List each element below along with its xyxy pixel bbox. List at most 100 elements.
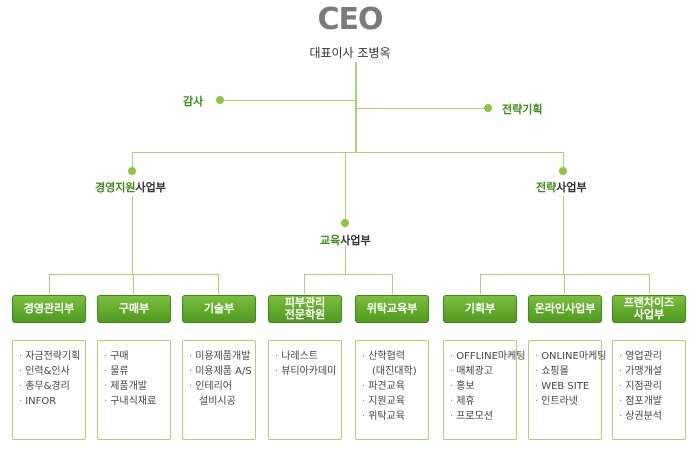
department-header: 구매부 — [97, 295, 171, 323]
duty-item: ·WEB SITE — [535, 379, 601, 394]
bullet-icon: · — [362, 411, 366, 422]
duty-text: 제휴 — [456, 396, 475, 407]
dept-drop-2 — [133, 274, 134, 294]
ceo-name: 대표이사 조병옥 — [309, 46, 391, 60]
bullet-icon: · — [535, 351, 539, 362]
bullet-icon: · — [104, 381, 108, 392]
duty-text: 쇼핑몰 — [541, 366, 569, 377]
duty-text: 매체광고 — [456, 366, 493, 377]
trunk-line — [355, 62, 357, 152]
duty-list: ·자금전략기획·인력&인사·총무&경리·INFOR — [13, 341, 85, 409]
duty-item: ·점포개발 — [619, 394, 685, 409]
duty-item: ·영업관리 — [619, 349, 685, 364]
duty-text: 뷰티아카데미 — [281, 366, 337, 377]
duty-text: 상권분석 — [625, 411, 662, 422]
duty-item: ·지원교육 — [362, 394, 428, 409]
strategy-plan-line — [356, 108, 488, 109]
duty-item: ·자금전략기획 — [19, 349, 85, 364]
duty-item: ·인력&인사 — [19, 364, 85, 379]
duty-text: 구내식재료 — [110, 396, 157, 407]
duty-item: ·지점관리 — [619, 379, 685, 394]
division-bus-line — [132, 152, 564, 153]
bullet-icon: · — [275, 351, 279, 362]
bullet-icon: · — [189, 381, 193, 392]
department-header: 기술부 — [182, 295, 256, 323]
bullet-icon: · — [619, 411, 623, 422]
duty-list: ·OFFLINE마케팅·매체광고·홍보·제휴·프로모션 — [444, 341, 525, 424]
duty-text: 프로모션 — [456, 411, 493, 422]
duty-item: ·인테리어 — [189, 379, 255, 394]
duty-text: 가맹개설 — [625, 366, 662, 377]
duty-text: 구매 — [110, 351, 129, 362]
duty-text: 미용제품개발 — [195, 351, 251, 362]
bullet-icon: · — [19, 351, 23, 362]
duty-text: 지원교육 — [368, 396, 405, 407]
duty-text: 인트라넷 — [541, 396, 578, 407]
audit-dot — [216, 96, 224, 104]
bullet-icon: · — [19, 381, 23, 392]
bullet-icon: · — [104, 351, 108, 362]
duty-text: 설비시공 — [199, 396, 236, 407]
duty-item: ·미용제품 A/S — [189, 364, 255, 379]
duty-list: ·영업관리·가맹개설·지점관리·점포개발·상권분석 — [613, 341, 685, 424]
education-division-label: 교육사업부 — [320, 234, 371, 247]
duty-text: 나레스트 — [281, 351, 318, 362]
duty-text: OFFLINE마케팅 — [456, 351, 526, 362]
department-header: 경영관리부 — [12, 295, 86, 323]
department-header: 피부관리 전문학원 — [268, 295, 342, 323]
bullet-icon: · — [619, 351, 623, 362]
bullet-icon: · — [362, 351, 366, 362]
duty-text: WEB SITE — [541, 381, 590, 392]
dept-drop-4 — [304, 274, 305, 294]
duty-item: ·INFOR — [19, 394, 85, 409]
duty-text: 인력&인사 — [25, 366, 70, 377]
strategy-down-line — [563, 196, 564, 274]
duty-text: 총무&경리 — [25, 381, 70, 392]
department-duties-box: ·산학협력(대진대학)·파견교육·지원교육·위탁교육 — [355, 340, 429, 440]
bullet-icon: · — [450, 351, 454, 362]
education-dot — [341, 219, 349, 227]
strategy-division-label: 전략사업부 — [536, 181, 587, 194]
duty-text: 제품개발 — [110, 381, 147, 392]
management-down-line — [132, 196, 133, 274]
duty-text: INFOR — [25, 396, 57, 407]
duty-text: 산학협력 — [368, 351, 405, 362]
department-header: 위탁교육부 — [355, 295, 429, 323]
bullet-icon: · — [619, 366, 623, 377]
management-dot — [128, 167, 136, 175]
bullet-icon: · — [450, 381, 454, 392]
department-duties-box: ·OFFLINE마케팅·매체광고·홍보·제휴·프로모션 — [443, 340, 525, 440]
duty-item: ·제품개발 — [104, 379, 170, 394]
duty-item: ·총무&경리 — [19, 379, 85, 394]
dept-drop-6 — [480, 274, 481, 294]
duty-text: 자금전략기획 — [25, 351, 81, 362]
dept-drop-5 — [392, 274, 393, 294]
duty-item: ·ONLINE마케팅 — [535, 349, 606, 364]
dept-drop-7 — [564, 274, 565, 294]
duty-text: 홍보 — [456, 381, 475, 392]
duty-item: (대진대학) — [362, 364, 428, 379]
duty-item: 설비시공 — [189, 394, 255, 409]
management-division-label: 경영지원사업부 — [95, 181, 166, 194]
duty-item: ·물류 — [104, 364, 170, 379]
duty-item: ·산학협력 — [362, 349, 428, 364]
duty-item: ·인트라넷 — [535, 394, 601, 409]
duty-text: (대진대학) — [372, 366, 417, 377]
department-duties-box: ·자금전략기획·인력&인사·총무&경리·INFOR — [12, 340, 86, 440]
bullet-icon: · — [535, 381, 539, 392]
bullet-icon: · — [19, 396, 23, 407]
audit-label: 감사 — [183, 95, 204, 108]
bullet-icon: · — [189, 351, 193, 362]
bullet-icon: · — [535, 396, 539, 407]
bullet-icon: · — [275, 366, 279, 377]
department-duties-box: ·영업관리·가맹개설·지점관리·점포개발·상권분석 — [612, 340, 686, 440]
education-down-line — [345, 246, 346, 274]
duty-item: ·프로모션 — [450, 409, 516, 424]
dept-bus-mid — [304, 274, 392, 275]
duty-item: ·위탁교육 — [362, 409, 428, 424]
ceo-title: CEO — [317, 2, 383, 37]
dept-drop-1 — [49, 274, 50, 294]
duty-text: 점포개발 — [625, 396, 662, 407]
